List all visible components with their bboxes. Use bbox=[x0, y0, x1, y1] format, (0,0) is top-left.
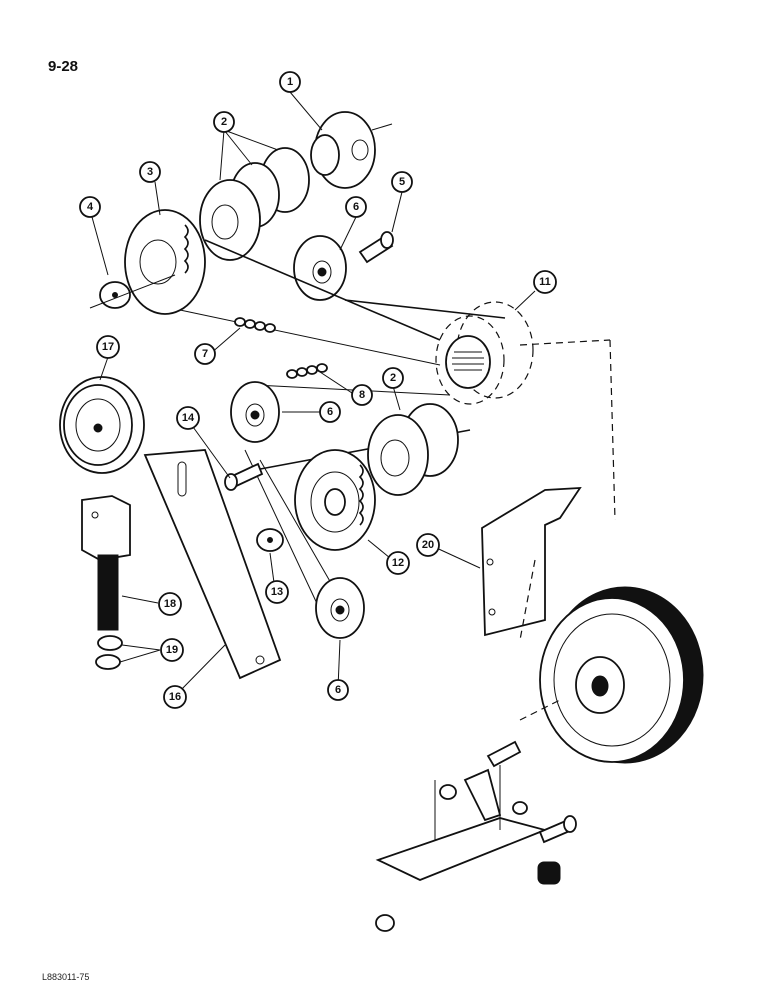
callout-16: 16 bbox=[163, 685, 187, 709]
large-spoked-pulley bbox=[519, 586, 704, 764]
callout-17: 17 bbox=[96, 335, 120, 359]
pulley-part-17 bbox=[59, 376, 145, 474]
bearing-flanges-middle-part-2 bbox=[367, 403, 459, 496]
callout-7: 7 bbox=[194, 343, 216, 365]
callout-3: 3 bbox=[139, 161, 161, 183]
svg-text:13: 13 bbox=[271, 586, 283, 598]
svg-text:14: 14 bbox=[182, 412, 195, 424]
callout-12: 12 bbox=[386, 551, 410, 575]
callout-6-middle: 6 bbox=[319, 401, 341, 423]
callout-19: 19 bbox=[160, 638, 184, 662]
chain-part-8 bbox=[286, 363, 328, 379]
svg-text:1: 1 bbox=[287, 76, 293, 88]
callout-14: 14 bbox=[176, 406, 200, 430]
sprocket-part-12 bbox=[294, 449, 376, 551]
svg-text:3: 3 bbox=[147, 166, 153, 178]
small-sprocket-lower-part-6 bbox=[315, 577, 365, 639]
svg-text:17: 17 bbox=[102, 341, 114, 353]
figure-code: L883011-75 bbox=[42, 972, 90, 982]
svg-text:2: 2 bbox=[390, 372, 396, 384]
svg-text:8: 8 bbox=[359, 389, 365, 401]
svg-text:12: 12 bbox=[392, 557, 404, 569]
washer-part-13 bbox=[256, 528, 284, 552]
nuts-part-19 bbox=[95, 635, 123, 670]
bearing-flanges-upper-part-2 bbox=[199, 147, 310, 261]
callout-6-upper: 6 bbox=[345, 196, 367, 218]
svg-text:4: 4 bbox=[87, 201, 94, 213]
callout-1: 1 bbox=[279, 71, 301, 93]
lower-bracket-assembly bbox=[375, 740, 577, 932]
callout-8: 8 bbox=[351, 384, 373, 406]
svg-text:11: 11 bbox=[539, 276, 551, 288]
svg-text:7: 7 bbox=[202, 348, 208, 360]
bolt-part-5 bbox=[358, 231, 394, 264]
svg-text:20: 20 bbox=[422, 539, 434, 551]
callout-2-middle: 2 bbox=[382, 367, 404, 389]
bracket-part-16 bbox=[143, 449, 282, 680]
callout-11: 11 bbox=[533, 270, 557, 294]
small-sprocket-upper-part-6 bbox=[293, 235, 347, 301]
mounting-bracket-part-20 bbox=[481, 486, 582, 641]
leader-lines bbox=[91, 91, 536, 694]
phantom-pulley-part-11 bbox=[435, 301, 616, 521]
svg-text:18: 18 bbox=[164, 598, 176, 610]
callout-13: 13 bbox=[265, 580, 289, 604]
callout-5: 5 bbox=[391, 171, 413, 193]
page-number: 9-28 bbox=[48, 58, 79, 75]
svg-text:6: 6 bbox=[353, 201, 359, 213]
callout-4: 4 bbox=[79, 196, 101, 218]
svg-text:6: 6 bbox=[327, 406, 333, 418]
svg-text:2: 2 bbox=[221, 116, 227, 128]
svg-text:19: 19 bbox=[166, 644, 178, 656]
small-sprocket-middle-part-6 bbox=[230, 381, 280, 443]
sprocket-part-3 bbox=[124, 209, 206, 315]
callout-18: 18 bbox=[158, 592, 182, 616]
callout-2-upper: 2 bbox=[213, 111, 235, 133]
bolt-part-14 bbox=[224, 462, 264, 491]
svg-text:5: 5 bbox=[399, 176, 405, 188]
callout-6-lower: 6 bbox=[327, 679, 349, 701]
callout-20: 20 bbox=[416, 533, 440, 557]
svg-text:6: 6 bbox=[335, 684, 341, 696]
threaded-bracket-part-18 bbox=[81, 495, 131, 631]
washer-part-4 bbox=[89, 274, 176, 309]
svg-text:16: 16 bbox=[169, 691, 181, 703]
chain-part-7 bbox=[234, 317, 276, 333]
flanged-hub-part-1 bbox=[310, 111, 393, 189]
